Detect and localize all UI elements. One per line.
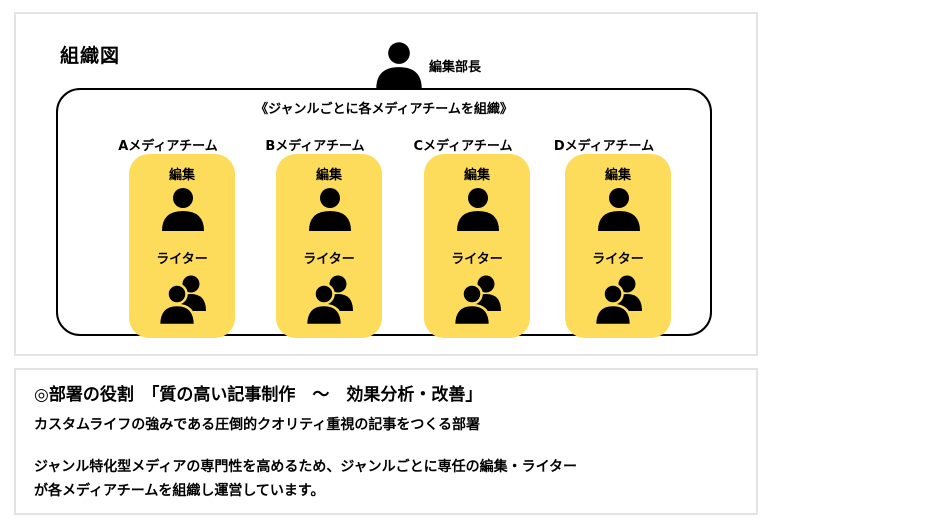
person-icon [454, 185, 502, 233]
team-card: 編集 ライター [565, 154, 671, 338]
editor-label: 編集 [315, 168, 342, 183]
people-group-icon [450, 271, 506, 327]
description-line: が各メディアチームを組織し運営しています。 [34, 483, 325, 499]
people-group-icon [302, 271, 358, 327]
editor-label: 編集 [168, 168, 195, 183]
editor-label: 編集 [463, 168, 490, 183]
team-card: 編集 ライター [424, 154, 530, 338]
people-group-icon [155, 271, 211, 327]
writer-label: ライター [451, 252, 503, 267]
team-name: Bメディアチーム [265, 139, 365, 154]
person-icon [373, 39, 425, 91]
writer-label: ライター [303, 252, 355, 267]
chief-label: 編集部長 [429, 60, 482, 75]
person-icon [306, 185, 354, 233]
writer-label: ライター [592, 252, 644, 267]
team-name: Dメディアチーム [553, 139, 655, 154]
team-name: Cメディアチーム [413, 139, 513, 154]
role-heading: ◎部署の役割 「質の高い記事制作 〜 効果分析・改善」 [34, 385, 483, 405]
description-line: カスタムライフの強みである圧倒的クオリティ重視の記事をつくる部署 [34, 417, 481, 433]
role-description-panel: ◎部署の役割 「質の高い記事制作 〜 効果分析・改善」 カスタムライフの強みであ… [14, 368, 758, 515]
media-teams-group: 《ジャンルごとに各メディアチームを組織》 Aメディアチーム 編集 ライター Bメ… [56, 88, 712, 338]
person-icon [595, 185, 643, 233]
org-chart-title: 組織図 [60, 45, 121, 67]
description-line: ジャンル特化型メディアの専門性を高めるため、ジャンルごとに専任の編集・ライター [34, 459, 578, 475]
editor-label: 編集 [604, 168, 631, 183]
group-caption: 《ジャンルごとに各メディアチームを組織》 [255, 102, 513, 117]
writer-label: ライター [156, 252, 208, 267]
team-card: 編集 ライター [129, 154, 235, 338]
team-card: 編集 ライター [276, 154, 382, 338]
team-name: Aメディアチーム [118, 139, 218, 154]
org-chart-panel: 組織図 編集部長 《ジャンルごとに各メディアチームを組織》 Aメディアチーム 編… [14, 12, 758, 356]
person-icon [159, 185, 207, 233]
people-group-icon [591, 271, 647, 327]
